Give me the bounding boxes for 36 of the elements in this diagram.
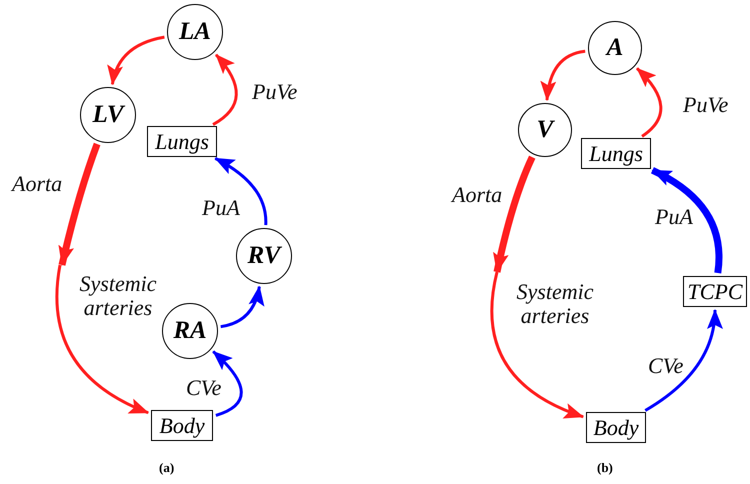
chamber-circle: LV	[80, 87, 136, 143]
edge-label: PuA	[202, 196, 240, 220]
organ-box: Lungs	[581, 138, 651, 169]
arrow	[212, 54, 238, 126]
arrow	[650, 167, 722, 274]
edge-label: Aorta	[452, 183, 502, 208]
chamber-circle: V	[518, 103, 572, 157]
arrow	[490, 272, 584, 418]
arrow	[636, 67, 662, 138]
panel-caption: (a)	[159, 460, 174, 476]
arrow	[214, 157, 268, 226]
organ-box: Body	[586, 412, 646, 443]
arrow	[58, 142, 100, 266]
chamber-circle: LA	[167, 4, 223, 60]
arrow	[55, 264, 150, 414]
panel-caption: (b)	[597, 460, 613, 476]
chamber-circle: RA	[162, 303, 218, 359]
edge-label: PuVe	[252, 80, 298, 104]
arrow	[493, 156, 536, 273]
arrow	[212, 350, 243, 417]
organ-box: Lungs	[147, 126, 217, 157]
arrow	[108, 36, 165, 86]
organ-box: TCPC	[683, 276, 747, 307]
edge-label: PuVe	[683, 93, 728, 118]
edge-label: Systemic arteries	[78, 272, 158, 320]
edge-label: PuA	[655, 205, 693, 230]
arrow	[540, 50, 586, 102]
arrow	[220, 286, 264, 328]
edge-label: CVe	[186, 376, 222, 400]
edge-label: Systemic arteries	[516, 280, 594, 328]
chamber-circle: RV	[236, 228, 292, 284]
edge-label: Aorta	[12, 172, 62, 196]
edge-label: CVe	[648, 354, 684, 378]
chamber-circle: A	[588, 21, 642, 75]
arrow	[644, 309, 722, 412]
organ-box: Body	[151, 410, 213, 441]
